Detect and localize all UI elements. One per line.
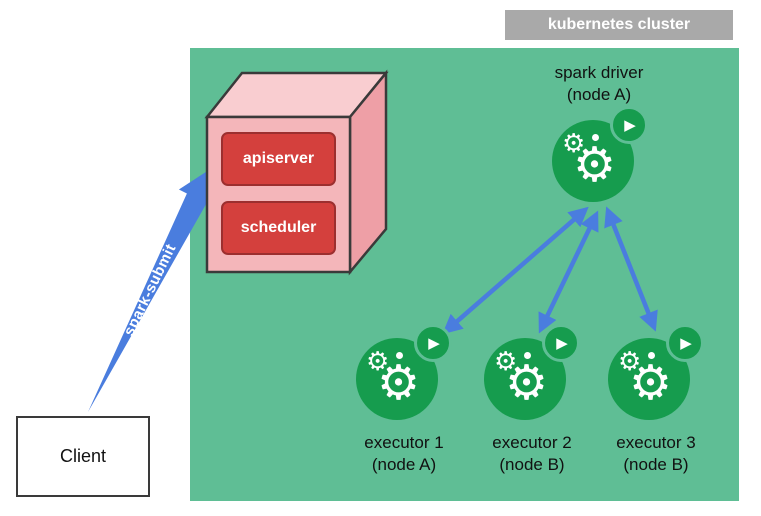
gear-icon: ⚙ xyxy=(494,346,518,376)
client-box: Client xyxy=(16,416,150,497)
executor1-label: executor 1 (node A) xyxy=(324,432,484,476)
kubernetes-cluster-label: kubernetes cluster xyxy=(505,10,733,40)
executor2-label: executor 2 (node B) xyxy=(452,432,612,476)
gear-icon: ⚙ xyxy=(377,357,421,410)
play-badge-icon: ▶ xyxy=(414,324,452,362)
play-badge-icon: ▶ xyxy=(542,324,580,362)
driver-label-line2: (node A) xyxy=(566,85,632,104)
driver-label: spark driver (node A) xyxy=(519,62,679,106)
executor3-pod-icon: ⚙ ⚙ ▶ xyxy=(608,324,704,420)
executor3-label-line1: executor 3 xyxy=(616,433,696,452)
gear-dot-icon xyxy=(396,352,403,359)
gear-icon: ⚙ xyxy=(562,128,586,158)
play-badge-icon: ▶ xyxy=(666,324,704,362)
driver-label-line1: spark driver xyxy=(554,63,644,82)
executor3-label: executor 3 (node B) xyxy=(576,432,736,476)
gear-dot-icon xyxy=(648,352,655,359)
client-label: Client xyxy=(59,446,107,466)
gear-icon: ⚙ xyxy=(505,357,549,410)
executor2-label-line1: executor 2 xyxy=(492,433,572,452)
play-icon: ▶ xyxy=(624,116,636,134)
executor2-label-line2: (node B) xyxy=(499,455,565,474)
scheduler-box: scheduler xyxy=(221,201,336,255)
driver-pod-icon: ⚙ ⚙ ▶ xyxy=(552,106,648,202)
executor3-label-line2: (node B) xyxy=(623,455,689,474)
apiserver-box: apiserver xyxy=(221,132,336,186)
play-icon: ▶ xyxy=(680,334,692,352)
executor1-pod-icon: ⚙ ⚙ ▶ xyxy=(356,324,452,420)
gear-icon: ⚙ xyxy=(618,346,642,376)
gear-icon: ⚙ xyxy=(573,139,617,192)
gear-icon: ⚙ xyxy=(366,346,390,376)
gear-icon: ⚙ xyxy=(629,357,673,410)
play-icon: ▶ xyxy=(428,334,440,352)
executor1-label-line1: executor 1 xyxy=(364,433,444,452)
spark-submit-label: spark-submit xyxy=(120,241,180,339)
executor1-label-line2: (node A) xyxy=(371,455,437,474)
play-icon: ▶ xyxy=(556,334,568,352)
gear-dot-icon xyxy=(592,134,599,141)
executor2-pod-icon: ⚙ ⚙ ▶ xyxy=(484,324,580,420)
play-badge-icon: ▶ xyxy=(610,106,648,144)
gear-dot-icon xyxy=(524,352,531,359)
